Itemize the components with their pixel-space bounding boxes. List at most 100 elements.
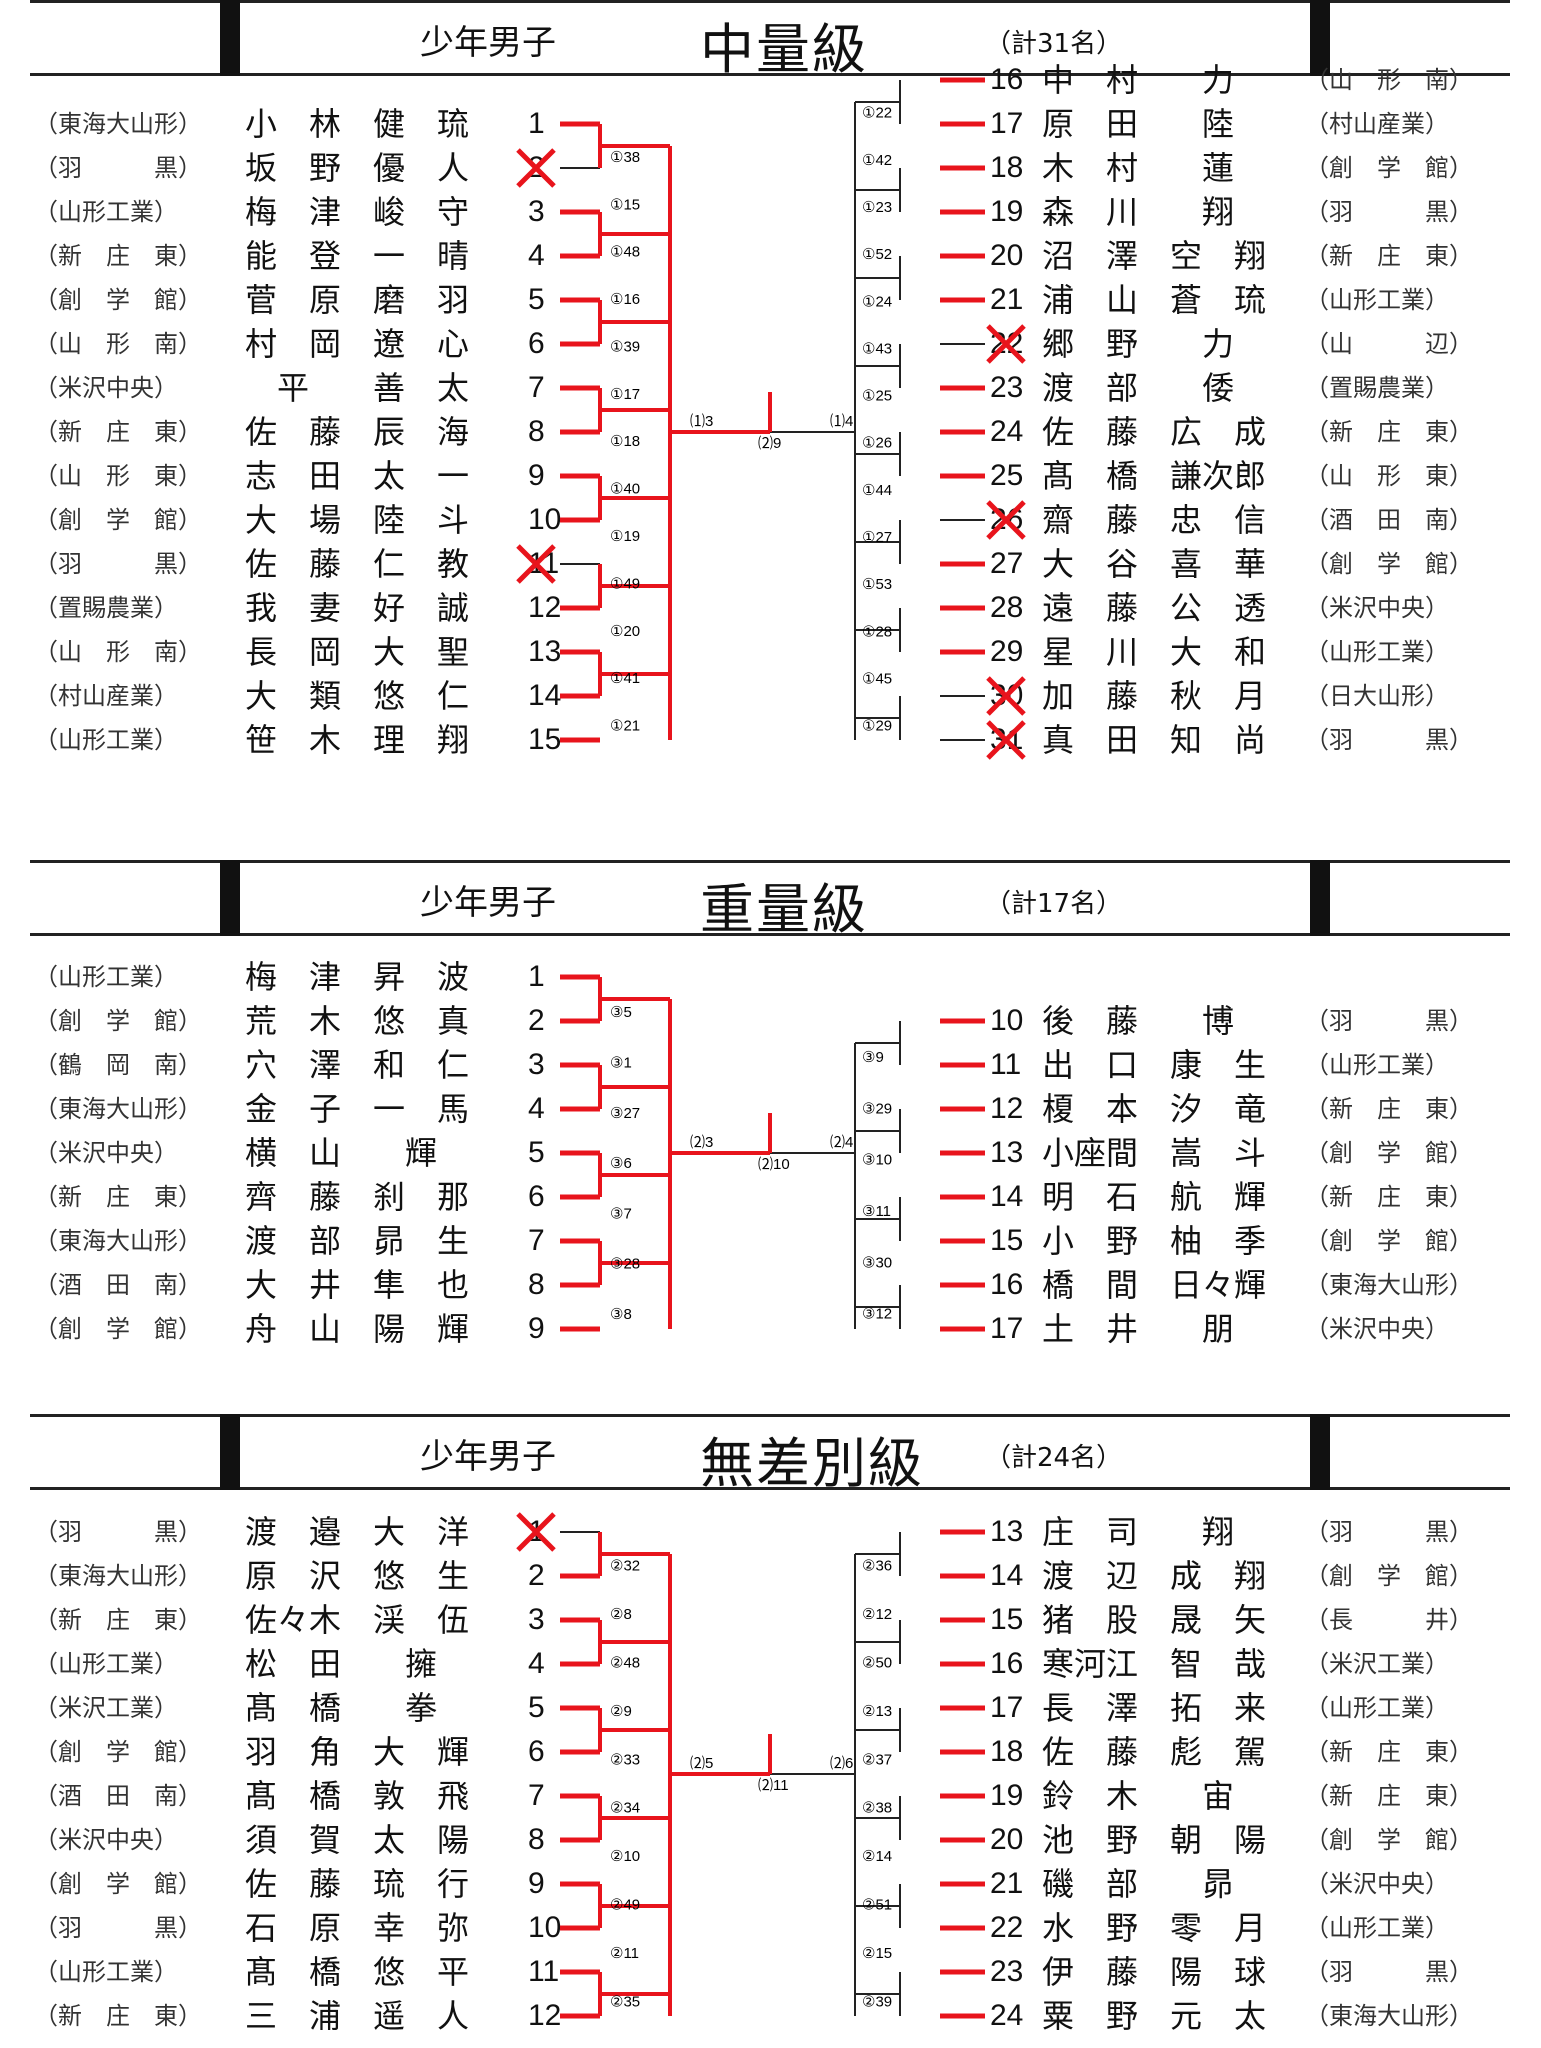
seed-number: 4 xyxy=(528,1092,545,1125)
competitor-name: 森 川 翔 xyxy=(1042,193,1235,231)
eliminated-cross xyxy=(516,544,556,584)
competitor-row-right: 17 長 澤 拓 来 （山形工業） xyxy=(780,1688,1540,1728)
team-name: （新 庄 東） xyxy=(34,1183,202,1211)
team-name: （羽 黒） xyxy=(1305,726,1473,754)
competitor-name: 大 類 悠 仁 xyxy=(245,677,470,715)
match-label: ①40 xyxy=(610,481,640,498)
seed-number: 14 xyxy=(990,1559,1024,1592)
competitor-name: 沼 澤 空 翔 xyxy=(1042,237,1267,275)
seed-number: 21 xyxy=(990,283,1024,316)
competitor-row-left: （新 庄 東） 佐々木 渓 伍 3 xyxy=(0,1600,760,1640)
competitor-name: 寒河江 智 哉 xyxy=(1042,1645,1267,1683)
competitor-row-left: （山形工業） 梅 津 昇 波 1 xyxy=(0,957,760,997)
competitor-row-right: 16 中 村 力 （山 形 南） xyxy=(780,60,1540,100)
seed-number: 16 xyxy=(990,1268,1024,1301)
competitor-row-right: 24 粟 野 元 太 （東海大山形） xyxy=(780,1996,1540,2036)
competitor-name: 榎 本 汐 竜 xyxy=(1042,1090,1267,1128)
team-name: （東海大山形） xyxy=(34,1227,202,1255)
seed-number: 15 xyxy=(990,1224,1024,1257)
team-name: （羽 黒） xyxy=(1305,1007,1473,1035)
competitor-name: 小座間 嵩 斗 xyxy=(1042,1134,1267,1172)
competitor-row-left: （創 学 館） 舟 山 陽 輝 9 xyxy=(0,1309,760,1349)
team-name: （米沢中央） xyxy=(1305,1870,1449,1898)
competitor-name: 須 賀 太 陽 xyxy=(245,1821,470,1859)
match-label: ①24 xyxy=(862,293,892,310)
competitor-row-left: （村山産業） 大 類 悠 仁 14 xyxy=(0,676,760,716)
team-name: （米沢中央） xyxy=(34,1826,178,1854)
competitor-row-left: （創 学 館） 荒 木 悠 真 2 xyxy=(0,1001,760,1041)
seed-number: 13 xyxy=(990,1136,1024,1169)
seed-number: 11 xyxy=(528,1955,560,1988)
competitor-row-left: （米沢中央） 平 善 太 7 xyxy=(0,368,760,408)
team-name: （日大山形） xyxy=(1305,682,1449,710)
team-name: （山形工業） xyxy=(34,963,178,991)
match-label: ③1 xyxy=(610,1055,632,1072)
seed-number: 14 xyxy=(528,679,562,712)
team-name: （新 庄 東） xyxy=(34,418,202,446)
header-bar-right xyxy=(1310,0,1330,76)
weight-class-header: 少年男子 重量級 （計17名） xyxy=(30,860,1510,941)
match-label: ①27 xyxy=(862,529,892,546)
competitor-name: 明 石 航 輝 xyxy=(1042,1178,1267,1216)
seed-number: 9 xyxy=(528,459,545,492)
seed-number: 18 xyxy=(990,151,1024,184)
match-label: ①20 xyxy=(610,623,640,640)
seed-number: 24 xyxy=(990,415,1024,448)
seed-number: 21 xyxy=(990,1867,1024,1900)
team-name: （米沢中央） xyxy=(1305,594,1449,622)
team-name: （山形工業） xyxy=(1305,638,1449,666)
team-name: （創 学 館） xyxy=(1305,550,1473,578)
seed-number: 13 xyxy=(528,635,562,668)
competitor-name: 笹 木 理 翔 xyxy=(245,721,470,759)
category-label: 少年男子 xyxy=(420,1437,556,1477)
seed-number: 15 xyxy=(528,723,562,756)
team-name: （羽 黒） xyxy=(34,1914,202,1942)
center-label: ⑵4 xyxy=(830,1134,853,1151)
competitor-row-right: 23 伊 藤 陽 球 （羽 黒） xyxy=(780,1952,1540,1992)
competitor-row-right: 13 庄 司 翔 （羽 黒） xyxy=(780,1512,1540,1552)
competitor-name: 遠 藤 公 透 xyxy=(1042,589,1267,627)
competitor-row-right: 11 出 口 康 生 （山形工業） xyxy=(780,1045,1540,1085)
competitor-row-left: （東海大山形） 金 子 一 馬 4 xyxy=(0,1089,760,1129)
match-label: ③8 xyxy=(610,1306,632,1323)
competitor-name: 真 田 知 尚 xyxy=(1042,721,1267,759)
match-label: ③9 xyxy=(862,1049,884,1066)
center-label: ⑴3 xyxy=(690,413,713,430)
match-label: ②50 xyxy=(862,1655,892,1672)
weight-class-title: 重量級 xyxy=(700,878,868,941)
match-label: ①23 xyxy=(862,199,892,216)
center-label: ⑵11 xyxy=(758,1777,789,1794)
team-name: （羽 黒） xyxy=(34,1518,202,1546)
competitor-name: 原 沢 悠 生 xyxy=(245,1557,470,1595)
competitor-row-right: 21 磯 部 昴 （米沢中央） xyxy=(780,1864,1540,1904)
team-name: （創 学 館） xyxy=(34,506,202,534)
competitor-row-left: （新 庄 東） 佐 藤 辰 海 8 xyxy=(0,412,760,452)
seed-number: 12 xyxy=(528,1999,562,2032)
competitor-name: 佐 藤 仁 教 xyxy=(245,545,470,583)
competitor-count: （計17名） xyxy=(985,889,1123,919)
seed-number: 2 xyxy=(528,1004,545,1037)
match-label: ③30 xyxy=(862,1254,892,1271)
team-name: （酒 田 南） xyxy=(34,1271,202,1299)
competitor-row-right: 29 星 川 大 和 （山形工業） xyxy=(780,632,1540,672)
team-name: （新 庄 東） xyxy=(1305,1782,1473,1810)
team-name: （羽 黒） xyxy=(34,550,202,578)
competitor-row-right: 20 池 野 朝 陽 （創 学 館） xyxy=(780,1820,1540,1860)
competitor-name: 髙 橋 拳 xyxy=(245,1689,438,1727)
match-label: ①25 xyxy=(862,388,892,405)
match-label: ②12 xyxy=(862,1606,892,1623)
eliminated-cross xyxy=(986,676,1026,716)
match-label: ①42 xyxy=(862,152,892,169)
center-label: ⑴4 xyxy=(830,413,853,430)
team-name: （創 学 館） xyxy=(1305,1826,1473,1854)
competitor-row-left: （酒 田 南） 髙 橋 敦 飛 7 xyxy=(0,1776,760,1816)
competitor-name: 伊 藤 陽 球 xyxy=(1042,1953,1267,1991)
match-label: ②11 xyxy=(610,1945,639,1962)
competitor-name: 星 川 大 和 xyxy=(1042,633,1267,671)
competitor-row-right: 12 榎 本 汐 竜 （新 庄 東） xyxy=(780,1089,1540,1129)
competitor-row-right: 23 渡 部 倭 （置賜農業） xyxy=(780,368,1540,408)
match-label: ③5 xyxy=(610,1004,632,1021)
match-label: ③28 xyxy=(610,1256,640,1273)
competitor-name: 横 山 輝 xyxy=(245,1134,438,1172)
seed-number: 6 xyxy=(528,327,545,360)
